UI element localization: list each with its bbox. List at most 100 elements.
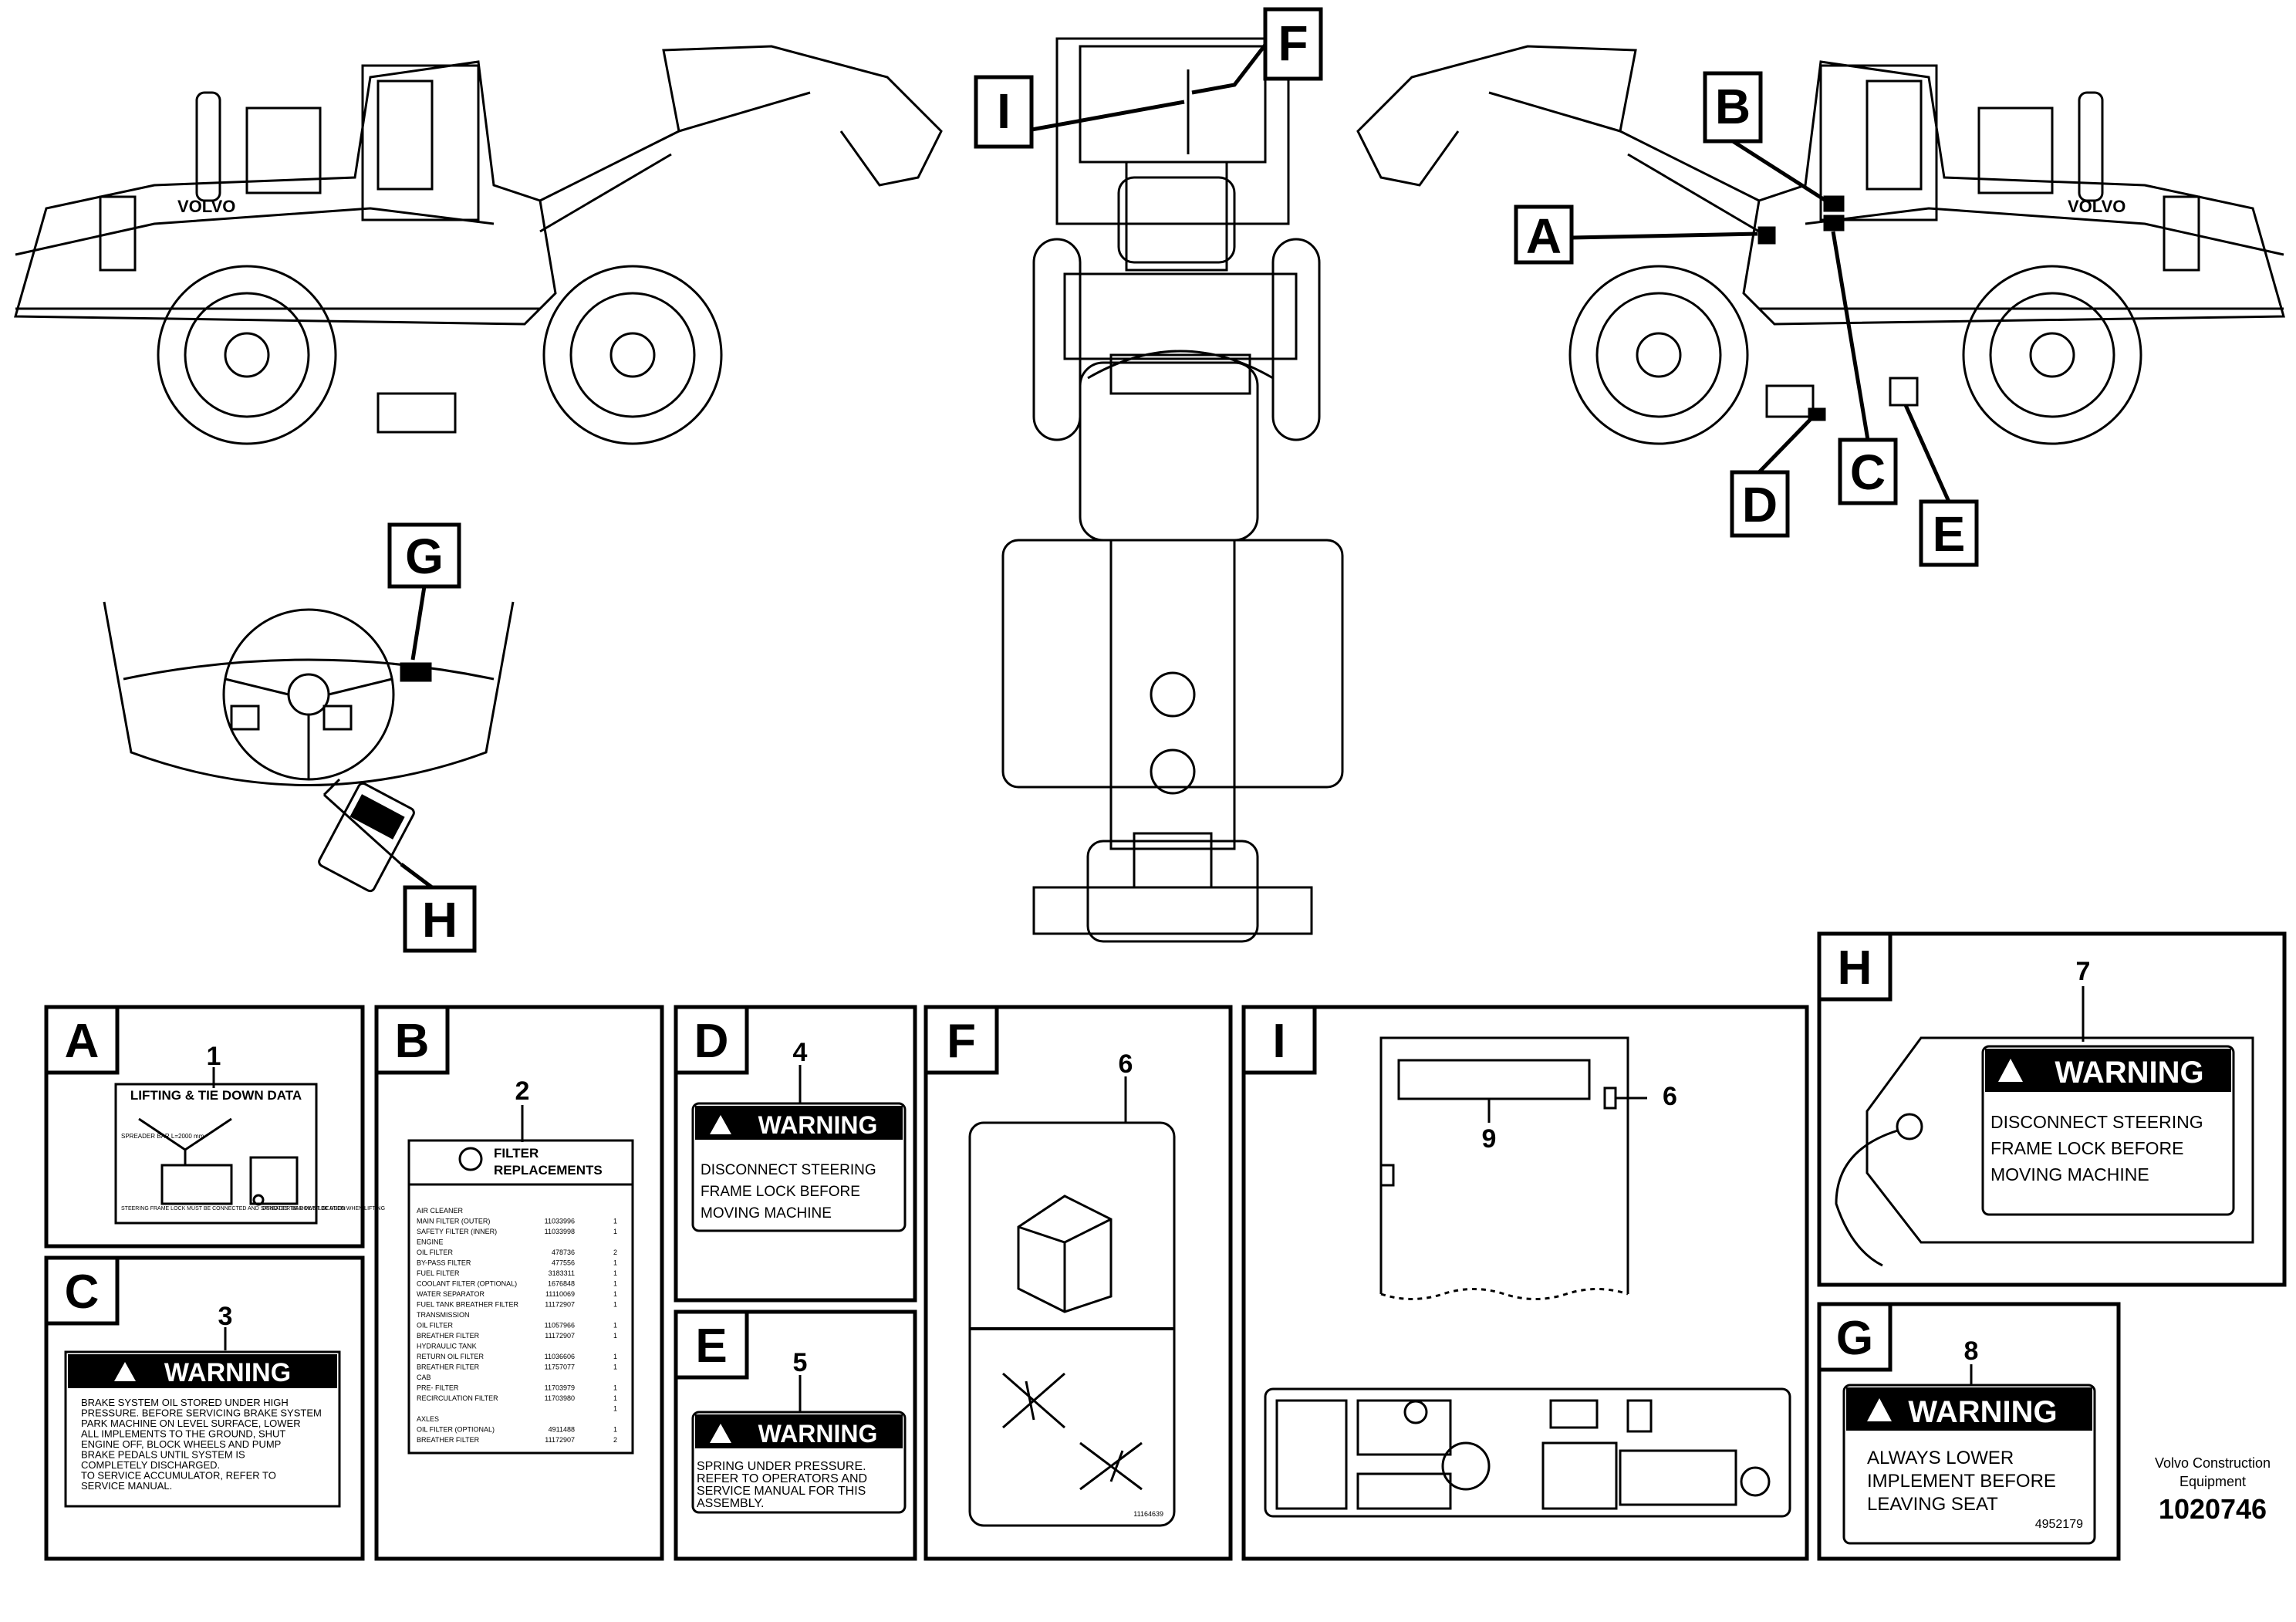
footer-reference-number: 1020746 bbox=[2159, 1493, 2267, 1525]
filter-row-name: HYDRAULIC TANK bbox=[417, 1343, 477, 1350]
item-number-4: 4 bbox=[793, 1038, 808, 1067]
lifting-decal-note: STEERING FRAME LOCK MUST BE CONNECTED AN… bbox=[121, 1206, 385, 1211]
filter-decal-title-1: FILTER bbox=[494, 1146, 539, 1161]
footer-company-line1: Volvo Construction bbox=[2155, 1455, 2271, 1471]
filter-decal-title-2: REPLACEMENTS bbox=[494, 1163, 603, 1178]
brake-warning-line: TO SERVICE ACCUMULATOR, REFER TO bbox=[81, 1470, 276, 1482]
callout-c: C bbox=[1850, 444, 1886, 500]
filter-row-partno: 11036606 bbox=[545, 1353, 575, 1360]
filter-row-qty: 1 bbox=[613, 1363, 617, 1371]
spring-warning-line: REFER TO OPERATORS AND bbox=[697, 1472, 867, 1485]
panel-i bbox=[1241, 1005, 1809, 1561]
panel-a bbox=[44, 1005, 365, 1249]
cab-door-panel-drawing bbox=[1264, 1036, 1791, 1518]
spring-warning-line: ASSEMBLY. bbox=[697, 1497, 764, 1510]
filter-row-qty: 1 bbox=[613, 1426, 617, 1434]
filter-row-qty: 1 bbox=[613, 1280, 617, 1288]
item-number-6: 6 bbox=[1119, 1049, 1133, 1079]
seat-warning-line: LEAVING SEAT bbox=[1867, 1494, 1998, 1515]
tag-warning-line: DISCONNECT STEERING bbox=[1990, 1112, 2203, 1132]
seat-warning-line: IMPLEMENT BEFORE bbox=[1867, 1471, 2056, 1492]
brake-warning-line: PARK MACHINE ON LEVEL SURFACE, LOWER bbox=[81, 1418, 301, 1429]
filter-row-name: MAIN FILTER (OUTER) bbox=[417, 1218, 490, 1225]
lifting-decal-spreader: SPREADER BAR L=2000 mm bbox=[121, 1133, 204, 1140]
brake-warning-line: PRESSURE. BEFORE SERVICING BRAKE SYSTEM bbox=[81, 1407, 322, 1419]
filter-row-name: PRE- FILTER bbox=[417, 1384, 459, 1392]
tag-warning-header: WARNING bbox=[2055, 1056, 2203, 1090]
brake-warning-line: BRAKE SYSTEM OIL STORED UNDER HIGH bbox=[81, 1397, 289, 1408]
spring-warning-text: SPRING UNDER PRESSURE.REFER TO OPERATORS… bbox=[697, 1460, 867, 1510]
panel-b-letter: B bbox=[395, 1015, 430, 1068]
filter-row-qty: 1 bbox=[613, 1301, 617, 1309]
steering-warning-line: MOVING MACHINE bbox=[701, 1205, 832, 1222]
filter-row-name: BREATHER FILTER bbox=[417, 1332, 480, 1340]
filter-row-qty: 1 bbox=[613, 1405, 617, 1413]
panel-d-letter: D bbox=[694, 1015, 729, 1068]
spring-warning-header: WARNING bbox=[758, 1420, 878, 1448]
callout-box-d bbox=[1730, 470, 1790, 538]
seat-warning-line: ALWAYS LOWER bbox=[1867, 1448, 2014, 1468]
filter-row-partno: 11057966 bbox=[545, 1322, 575, 1330]
decal-brake-warning bbox=[64, 1350, 341, 1508]
item-number-5: 5 bbox=[793, 1348, 808, 1377]
panel-e bbox=[674, 1309, 917, 1561]
filter-row-qty: 1 bbox=[613, 1384, 617, 1392]
item-number-2: 2 bbox=[515, 1076, 530, 1106]
filter-row-partno: 3183311 bbox=[549, 1269, 575, 1277]
tag-warning-line: FRAME LOCK BEFORE bbox=[1990, 1138, 2183, 1158]
panel-f-letter: F bbox=[947, 1015, 976, 1068]
filter-row-partno: 11703980 bbox=[545, 1394, 575, 1402]
loader-left-side-view bbox=[14, 45, 943, 445]
brake-warning-line: SERVICE MANUAL. bbox=[81, 1480, 172, 1492]
filter-row-name: OIL FILTER bbox=[417, 1249, 454, 1256]
seat-warning-partno: 4952179 bbox=[2035, 1518, 2083, 1531]
filter-row-name: RETURN OIL FILTER bbox=[417, 1353, 485, 1360]
panel-f bbox=[923, 1005, 1233, 1561]
panel-e-letter: E bbox=[695, 1320, 727, 1373]
panel-h bbox=[1817, 931, 2287, 1287]
filter-row-qty: 1 bbox=[613, 1269, 617, 1277]
filter-row-name: BREATHER FILTER bbox=[417, 1363, 480, 1371]
callout-box-g bbox=[387, 522, 461, 589]
filter-row-partno: 477556 bbox=[552, 1259, 575, 1267]
filter-row-partno: 11757077 bbox=[545, 1363, 575, 1371]
filter-row-qty: 1 bbox=[613, 1259, 617, 1267]
filter-row-qty: 1 bbox=[613, 1218, 617, 1225]
filter-row-qty: 1 bbox=[613, 1228, 617, 1235]
callout-f: F bbox=[1278, 15, 1308, 71]
filter-row-qty: 1 bbox=[613, 1290, 617, 1298]
loader-front-view bbox=[1032, 37, 1321, 441]
brake-warning-line: BRAKE PEDALS UNTIL SYSTEM IS bbox=[81, 1449, 245, 1461]
filter-row-name: CAB bbox=[417, 1374, 431, 1381]
brake-warning-line: COMPLETELY DISCHARGED. bbox=[81, 1459, 220, 1471]
tag-warning-line: MOVING MACHINE bbox=[1990, 1164, 2149, 1184]
callout-box-h bbox=[403, 885, 477, 953]
callout-h: H bbox=[422, 892, 458, 948]
panel-a-letter: A bbox=[65, 1015, 100, 1068]
filter-row-partno: 11033998 bbox=[545, 1228, 575, 1235]
brake-warning-line: ALL IMPLEMENTS TO THE GROUND, SHUT bbox=[81, 1428, 285, 1440]
cab-interior-view bbox=[103, 601, 515, 893]
filter-row-partno: 1676848 bbox=[548, 1280, 575, 1288]
frame-lock-decal-partno: 11164639 bbox=[1133, 1510, 1163, 1518]
callout-box-b bbox=[1703, 71, 1763, 144]
callout-g: G bbox=[405, 529, 444, 584]
seat-warning-header: WARNING bbox=[1908, 1395, 2057, 1429]
item-number-7: 7 bbox=[2076, 957, 2091, 986]
decal-lifting-tie-down bbox=[114, 1083, 318, 1225]
panel-i-letter: I bbox=[1272, 1015, 1285, 1068]
callout-a: A bbox=[1526, 208, 1562, 264]
filter-row-qty: 1 bbox=[613, 1394, 617, 1402]
filter-row-name: WATER SEPARATOR bbox=[417, 1290, 485, 1298]
steering-warning-line: FRAME LOCK BEFORE bbox=[701, 1184, 860, 1200]
panel-g-letter: G bbox=[1836, 1312, 1873, 1365]
decal-spring-pressure-warning bbox=[691, 1411, 907, 1514]
lifting-decal-title: LIFTING & TIE DOWN DATA bbox=[130, 1088, 302, 1103]
item-number-9: 9 bbox=[1482, 1124, 1497, 1154]
filter-row-name: AIR CLEANER bbox=[417, 1207, 464, 1215]
item-number-6-cab: 6 bbox=[1663, 1082, 1677, 1111]
filter-row-name: BY-PASS FILTER bbox=[417, 1259, 471, 1267]
filter-row-partno: 4911488 bbox=[549, 1426, 575, 1434]
